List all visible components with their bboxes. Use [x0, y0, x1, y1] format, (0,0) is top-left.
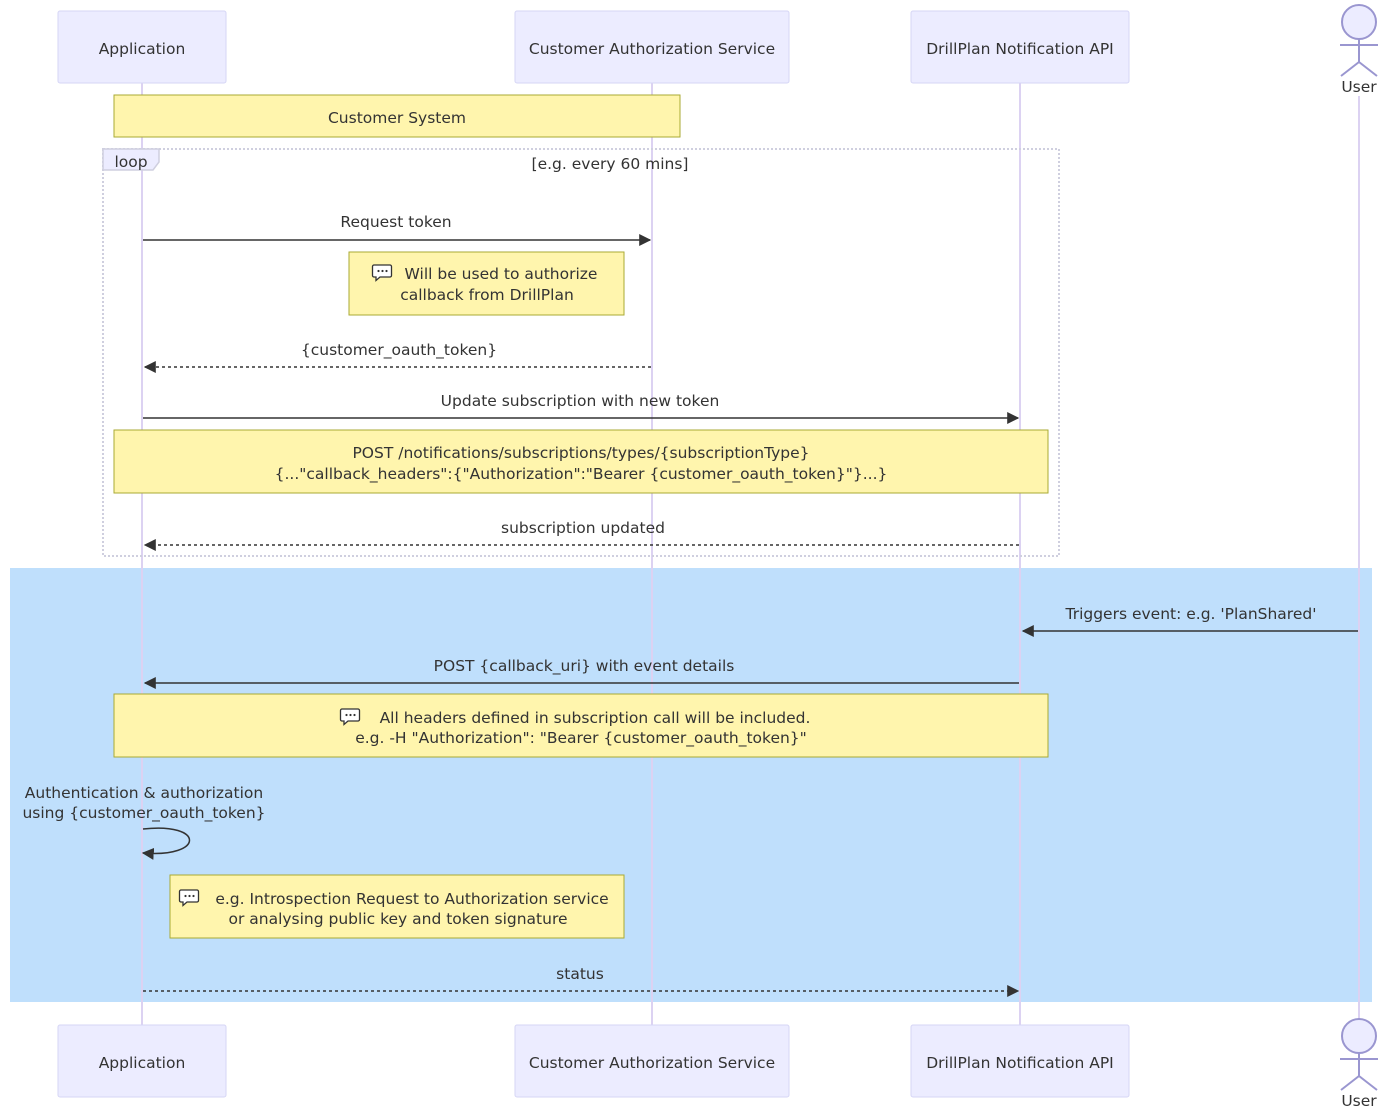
message-label-subscription-updated: subscription updated [501, 519, 665, 537]
note-text-line2: or analysing public key and token signat… [228, 910, 567, 928]
note-text-line2: {..."callback_headers":{"Authorization":… [275, 465, 888, 484]
actor-label: Customer Authorization Service [529, 1054, 775, 1072]
actor-notification-api-top: DrillPlan Notification API [910, 10, 1130, 84]
loop-label: loop [114, 153, 147, 171]
actor-label: DrillPlan Notification API [926, 40, 1114, 58]
note-text-line1: Will be used to authorize [405, 265, 598, 283]
note-introspection: e.g. Introspection Request to Authorizat… [169, 874, 625, 939]
note-text-line1: All headers defined in subscription call… [380, 709, 811, 727]
actor-application-top: Application [57, 10, 227, 84]
actor-application-bottom: Application [57, 1024, 227, 1098]
message-label-triggers-event: Triggers event: e.g. 'PlanShared' [1065, 605, 1317, 623]
note-text-line1: e.g. Introspection Request to Authorizat… [215, 890, 608, 908]
message-label-update-subscription: Update subscription with new token [441, 392, 720, 410]
actor-user-top: User [1340, 4, 1378, 96]
note-authorize-callback: Will be used to authorize callback from … [348, 251, 625, 316]
message-label-post-callback: POST {callback_uri} with event details [434, 657, 735, 676]
note-headers-included: All headers defined in subscription call… [113, 693, 1049, 758]
message-label-customer-oauth-token: {customer_oauth_token} [301, 341, 497, 360]
note-text-line2: callback from DrillPlan [400, 286, 574, 304]
note-text-line1: POST /notifications/subscriptions/types/… [352, 444, 809, 462]
actor-label: User [1341, 78, 1377, 96]
loop-condition: [e.g. every 60 mins] [532, 155, 689, 173]
user-stick-figure-icon [1340, 4, 1378, 77]
note-text: Customer System [328, 109, 466, 127]
actor-label: DrillPlan Notification API [926, 1054, 1114, 1072]
actor-label: Application [99, 40, 186, 58]
actor-user-bottom: User [1340, 1018, 1378, 1110]
message-label-auth-line1: Authentication & authorization [25, 784, 263, 802]
actor-label: Application [99, 1054, 186, 1072]
message-label-request-token: Request token [340, 213, 451, 231]
note-customer-system: Customer System [113, 94, 681, 138]
loop-frame: loop [e.g. every 60 mins] [102, 148, 1060, 557]
actor-notification-api-bottom: DrillPlan Notification API [910, 1024, 1130, 1098]
message-label-auth-line2: using {customer_oauth_token} [22, 804, 265, 823]
message-label-status: status [556, 965, 604, 983]
actor-label: Customer Authorization Service [529, 40, 775, 58]
note-post-subscription: POST /notifications/subscriptions/types/… [113, 429, 1049, 494]
note-text-line2: e.g. -H "Authorization": "Bearer {custom… [355, 729, 807, 748]
actor-label: User [1341, 1092, 1377, 1110]
actor-auth-service-top: Customer Authorization Service [514, 10, 790, 84]
actor-auth-service-bottom: Customer Authorization Service [514, 1024, 790, 1098]
user-stick-figure-icon [1340, 1018, 1378, 1091]
arrow-self-authentication [141, 827, 190, 860]
